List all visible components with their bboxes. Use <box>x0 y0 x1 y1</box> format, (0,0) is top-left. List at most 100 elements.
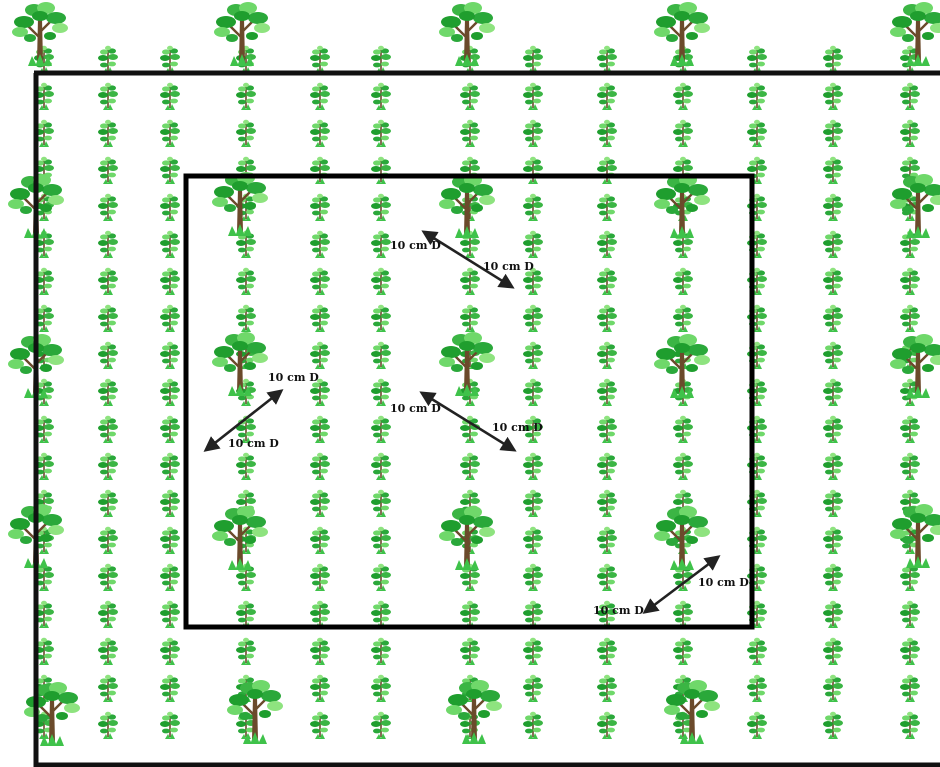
seedling-icon <box>310 601 330 628</box>
seedling-icon <box>523 490 543 517</box>
seedling-icon <box>98 83 118 110</box>
seedling-icon <box>747 83 767 110</box>
tree-icon <box>439 506 495 570</box>
seedling-icon <box>823 490 843 517</box>
seedling-icon <box>160 453 180 480</box>
seedling-icon <box>236 305 256 332</box>
seedling-icon <box>98 638 118 665</box>
seedling-icon <box>98 157 118 184</box>
seedling-icon <box>160 527 180 554</box>
seedling-icon <box>523 527 543 554</box>
seedling-icon <box>460 120 480 147</box>
seedling-icon <box>98 601 118 628</box>
seedling-icon <box>98 379 118 406</box>
distance-label: 10 cm D <box>390 402 441 415</box>
seedling-icon <box>823 453 843 480</box>
seedling-icon <box>160 379 180 406</box>
seedling-icon <box>371 675 391 702</box>
seedling-icon <box>597 675 617 702</box>
seedling-icon <box>900 638 920 665</box>
seedling-icon <box>900 416 920 443</box>
seedling-icon <box>236 453 256 480</box>
seedling-icon <box>371 157 391 184</box>
seedling-icon <box>597 712 617 739</box>
seedling-icon <box>160 638 180 665</box>
tree-icon <box>890 174 940 238</box>
seedling-icon <box>310 231 330 258</box>
seedling-icon <box>310 527 330 554</box>
seedling-icon <box>236 638 256 665</box>
seedling-icon <box>823 305 843 332</box>
seedling-icon <box>673 120 693 147</box>
seedling-icon <box>371 490 391 517</box>
seedling-icon <box>310 268 330 295</box>
seedling-icon <box>823 416 843 443</box>
seedling-icon <box>523 638 543 665</box>
seedling-icon <box>597 231 617 258</box>
seedling-icon <box>823 120 843 147</box>
tree-icon <box>654 334 710 398</box>
seedling-icon <box>823 564 843 591</box>
tree-icon <box>212 332 268 396</box>
seedling-icon <box>747 712 767 739</box>
seedling-icon <box>597 379 617 406</box>
tree-icon <box>439 174 495 238</box>
seedling-icon <box>371 120 391 147</box>
seedling-icon <box>236 601 256 628</box>
seedling-icon <box>160 305 180 332</box>
seedling-icon <box>160 231 180 258</box>
seedling-icon <box>523 120 543 147</box>
seedling-icon <box>160 416 180 443</box>
seedling-icon <box>98 712 118 739</box>
seedling-icon <box>523 453 543 480</box>
seedling-icon <box>673 268 693 295</box>
tree-icon <box>654 2 710 66</box>
distance-labels: 10 cm D 10 cm D 10 cm D 10 cm D 10 cm D … <box>228 239 749 617</box>
seedling-icon <box>236 83 256 110</box>
seedling-icon <box>98 46 118 73</box>
tree-icon <box>890 504 940 568</box>
seedling-icon <box>160 46 180 73</box>
seedling-icon <box>523 305 543 332</box>
seedling-icon <box>597 268 617 295</box>
seedling-icon <box>371 194 391 221</box>
seedling-icon <box>460 453 480 480</box>
seedling-icon <box>98 120 118 147</box>
seedling-icon <box>98 268 118 295</box>
seedling-icon <box>310 46 330 73</box>
seedling-icon <box>160 712 180 739</box>
seedling-icon <box>371 527 391 554</box>
seedling-icon <box>523 231 543 258</box>
seedling-icon <box>523 564 543 591</box>
seedling-icon <box>460 268 480 295</box>
seedling-icon <box>310 194 330 221</box>
seedling-icon <box>747 638 767 665</box>
seedling-icon <box>160 83 180 110</box>
seedling-icon <box>98 305 118 332</box>
seedling-icon <box>823 83 843 110</box>
seedling-icon <box>523 675 543 702</box>
distance-label: 10 cm D <box>483 260 534 273</box>
seedling-icon <box>597 194 617 221</box>
seedling-icon <box>160 490 180 517</box>
seedling-icon <box>310 638 330 665</box>
seedling-icon <box>523 194 543 221</box>
seedling-icon <box>160 564 180 591</box>
tree-icon <box>446 680 502 744</box>
seedling-icon <box>523 83 543 110</box>
seedling-icon <box>823 268 843 295</box>
seedling-icon <box>310 490 330 517</box>
seedling-icon <box>310 564 330 591</box>
seedling-icon <box>371 268 391 295</box>
tree-grid <box>8 2 940 746</box>
seedling-icon <box>371 564 391 591</box>
seedling-icon <box>673 416 693 443</box>
seedling-icon <box>310 305 330 332</box>
seedling-icon <box>310 453 330 480</box>
seedling-icon <box>98 564 118 591</box>
seedling-icon <box>310 712 330 739</box>
seedling-icon <box>460 601 480 628</box>
seedling-icon <box>371 231 391 258</box>
seedling-icon <box>98 231 118 258</box>
